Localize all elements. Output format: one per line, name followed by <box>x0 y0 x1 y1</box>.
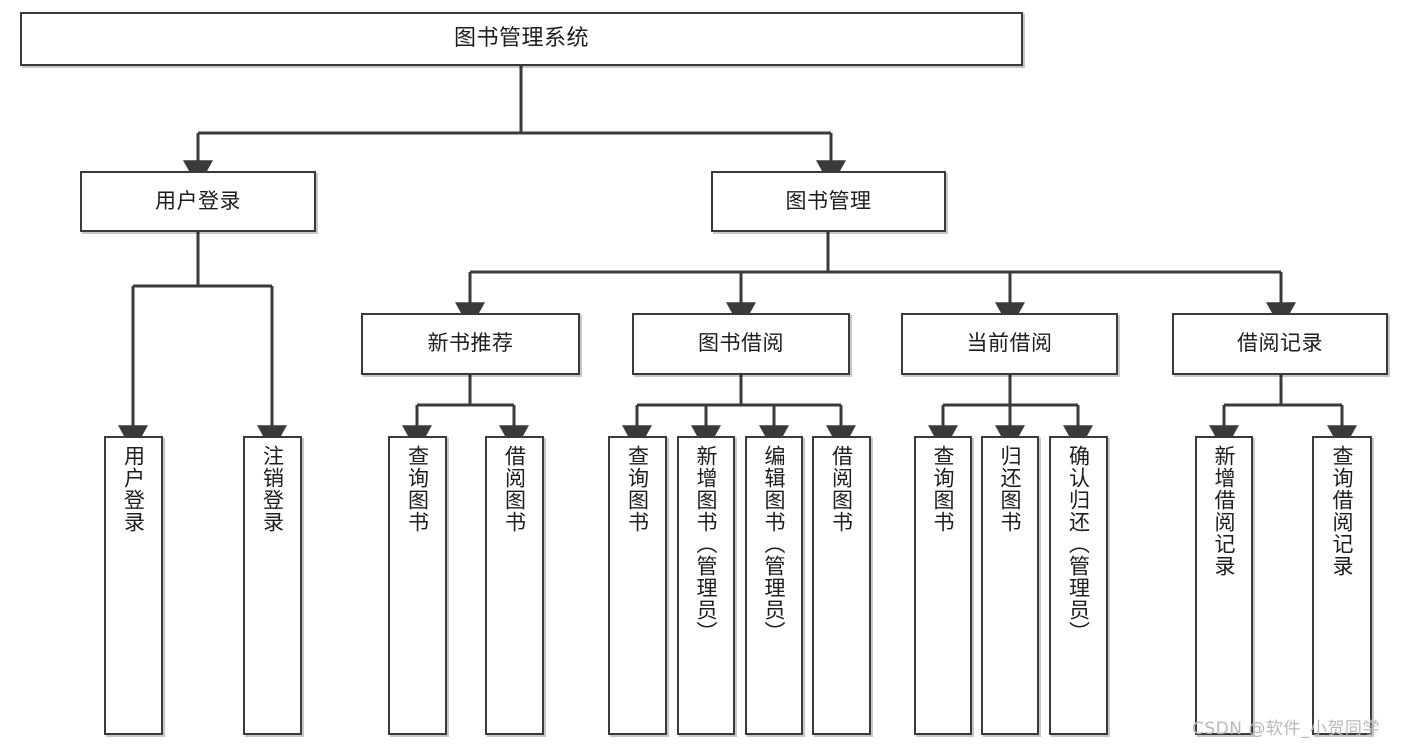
node-label: 编辑图书（管理员） <box>762 445 787 643</box>
leaf-add-book-admin[interactable]: 新增图书（管理员） <box>677 436 735 735</box>
node-new-book-recommend[interactable]: 新书推荐 <box>361 313 580 375</box>
node-label: 新书推荐 <box>427 331 514 356</box>
leaf-return-book[interactable]: 归还图书 <box>981 436 1039 735</box>
node-label: 用户登录 <box>121 445 146 533</box>
leaf-borrow-book[interactable]: 借阅图书 <box>812 436 871 735</box>
leaf-add-borrow-record[interactable]: 新增借阅记录 <box>1195 436 1253 735</box>
node-label: 当前借阅 <box>966 331 1053 356</box>
leaf-user-login[interactable]: 用户登录 <box>104 436 163 735</box>
node-borrow-record[interactable]: 借阅记录 <box>1172 313 1388 375</box>
leaf-borrow-book-recommend[interactable]: 借阅图书 <box>485 436 544 735</box>
leaf-edit-book-admin[interactable]: 编辑图书（管理员） <box>745 436 803 735</box>
node-label: 图书管理系统 <box>453 25 589 51</box>
node-book-management[interactable]: 图书管理 <box>711 171 946 232</box>
node-label: 借阅记录 <box>1237 331 1323 356</box>
node-label: 借阅图书 <box>829 445 854 533</box>
node-current-borrow[interactable]: 当前借阅 <box>901 313 1118 375</box>
node-label: 查询图书 <box>405 445 430 533</box>
node-label: 查询图书 <box>625 445 650 533</box>
node-root[interactable]: 图书管理系统 <box>20 12 1023 66</box>
leaf-query-book-current[interactable]: 查询图书 <box>914 436 972 735</box>
node-label: 借阅图书 <box>502 445 527 533</box>
node-label: 图书管理 <box>785 188 872 213</box>
leaf-query-book-borrow[interactable]: 查询图书 <box>608 436 667 735</box>
leaf-logout[interactable]: 注销登录 <box>243 436 302 735</box>
leaf-query-book-recommend[interactable]: 查询图书 <box>388 436 447 735</box>
node-label: 新增借阅记录 <box>1212 445 1237 577</box>
node-label: 图书借阅 <box>698 331 784 356</box>
leaf-confirm-return-admin[interactable]: 确认归还（管理员） <box>1049 436 1108 735</box>
node-label: 查询图书 <box>931 445 956 533</box>
node-label: 注销登录 <box>260 445 285 533</box>
node-book-borrow[interactable]: 图书借阅 <box>632 313 850 375</box>
node-label: 新增图书（管理员） <box>694 445 719 643</box>
node-label: 归还图书 <box>998 445 1023 533</box>
node-user-login[interactable]: 用户登录 <box>80 171 316 232</box>
node-label: 用户登录 <box>155 188 241 213</box>
node-label: 查询借阅记录 <box>1330 445 1355 577</box>
leaf-query-borrow-record[interactable]: 查询借阅记录 <box>1312 436 1372 735</box>
node-label: 确认归还（管理员） <box>1066 445 1091 643</box>
